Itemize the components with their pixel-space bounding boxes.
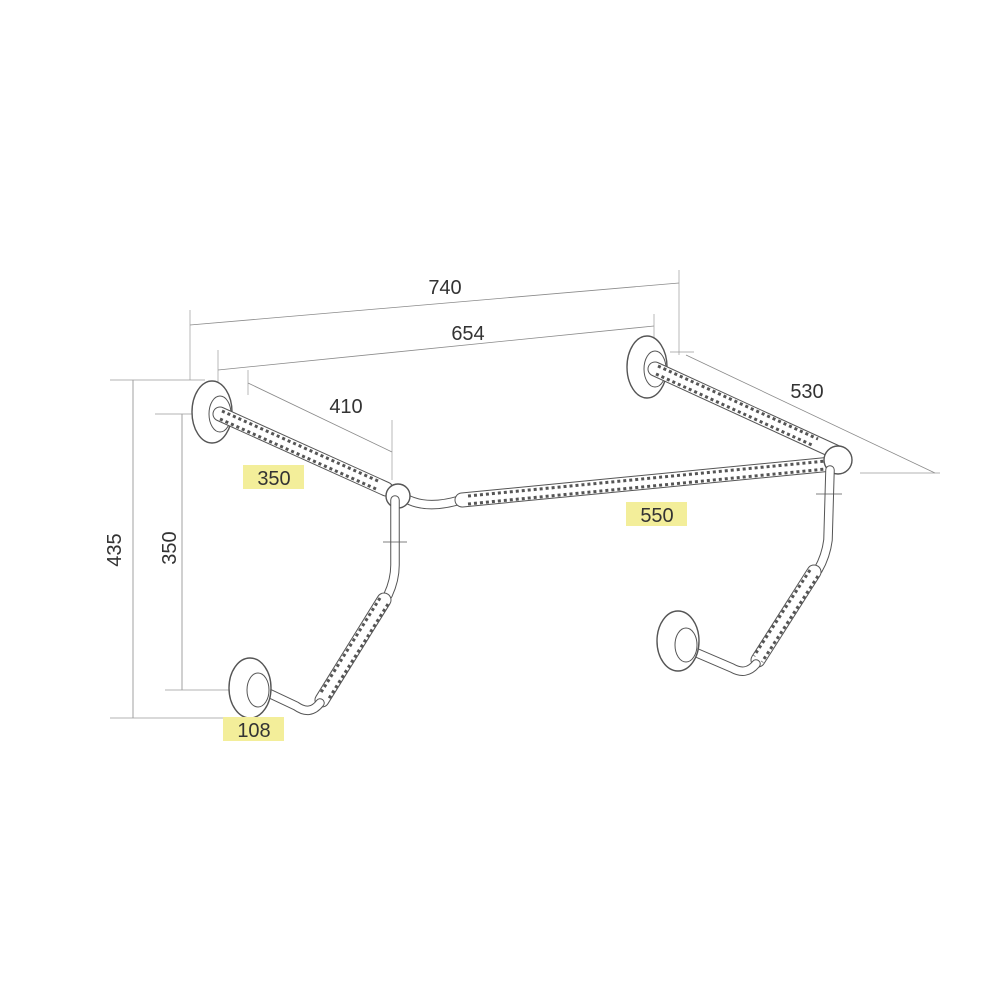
left-side-arm xyxy=(212,406,394,497)
dimension-lines xyxy=(110,270,940,719)
arm-grip-label: 350 xyxy=(257,468,290,490)
right-side-arm xyxy=(647,361,846,461)
foot-offset-label: 108 xyxy=(237,720,270,742)
front-grip-highlight xyxy=(626,502,687,526)
foot-offset-highlight xyxy=(223,717,284,741)
right-leg xyxy=(685,465,842,676)
leg-height-label: 350 xyxy=(159,531,181,564)
floor-plate-right xyxy=(656,610,700,672)
left-leg xyxy=(257,495,407,716)
floor-plate-left xyxy=(228,657,272,719)
arm-grip-highlight xyxy=(243,465,304,489)
depth-label: 530 xyxy=(790,381,823,403)
inner-width-label: 654 xyxy=(451,323,484,345)
overall-height-label: 435 xyxy=(104,533,126,566)
front-grip-label: 550 xyxy=(640,505,673,527)
arm-length-label: 410 xyxy=(329,396,362,418)
overall-width-label: 740 xyxy=(428,277,461,299)
front-bar xyxy=(385,445,853,510)
